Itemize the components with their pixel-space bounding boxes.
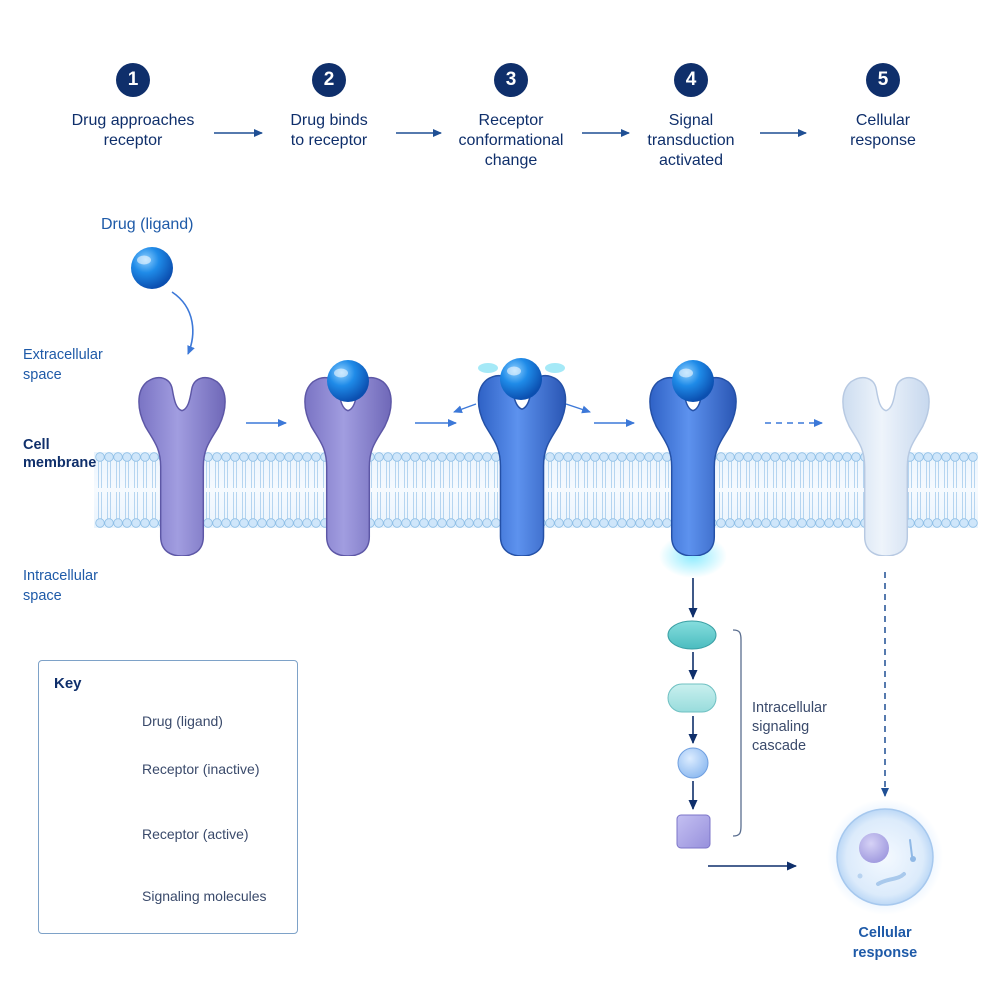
drug-ligand-bound bbox=[672, 360, 714, 402]
step-5-number: 5 bbox=[866, 63, 900, 97]
key-item-receptor-inactive: Receptor (inactive) bbox=[142, 761, 260, 777]
step-2-number: 2 bbox=[312, 63, 346, 97]
receptor-stage-2 bbox=[304, 360, 392, 556]
step-5-label: Cellular response bbox=[850, 112, 916, 149]
step-1-number: 1 bbox=[116, 63, 150, 97]
cascade-label: Intracellular signaling cascade bbox=[752, 700, 827, 754]
key-item-signaling-molecules: Signaling molecules bbox=[142, 888, 267, 904]
key-legend: Key Drug (ligand) Receptor (inactive) Re… bbox=[38, 660, 298, 934]
key-title: Key bbox=[54, 675, 82, 692]
extracellular-label: Extracellular space bbox=[23, 347, 103, 383]
drug-label: Drug (ligand) bbox=[101, 216, 194, 233]
drug-ligand-bound bbox=[500, 358, 542, 400]
drug-ligand-bound bbox=[327, 360, 369, 402]
step-4-label: Signal transduction activated bbox=[647, 112, 735, 169]
step-1-label: Drug approaches receptor bbox=[71, 112, 195, 149]
step-3-label: Receptor conformational change bbox=[458, 112, 564, 169]
receptor-stage-3 bbox=[453, 358, 591, 556]
intracellular-label: Intracellular space bbox=[23, 568, 98, 604]
drug-approach-arrow bbox=[171, 291, 195, 355]
drug-ligand-free bbox=[131, 247, 173, 289]
step-3-number: 3 bbox=[494, 63, 528, 97]
membrane-label: Cell membrane bbox=[23, 437, 97, 471]
receptor-stage-4 bbox=[649, 360, 737, 578]
key-item-drug: Drug (ligand) bbox=[142, 713, 223, 729]
signaling-cascade bbox=[667, 578, 797, 871]
step-4-number: 4 bbox=[674, 63, 708, 97]
cellular-response-label: Cellular response bbox=[852, 925, 918, 961]
key-item-receptor-active: Receptor (active) bbox=[142, 826, 249, 842]
cell-icon bbox=[827, 799, 943, 915]
step-2-label: Drug binds to receptor bbox=[290, 112, 368, 149]
